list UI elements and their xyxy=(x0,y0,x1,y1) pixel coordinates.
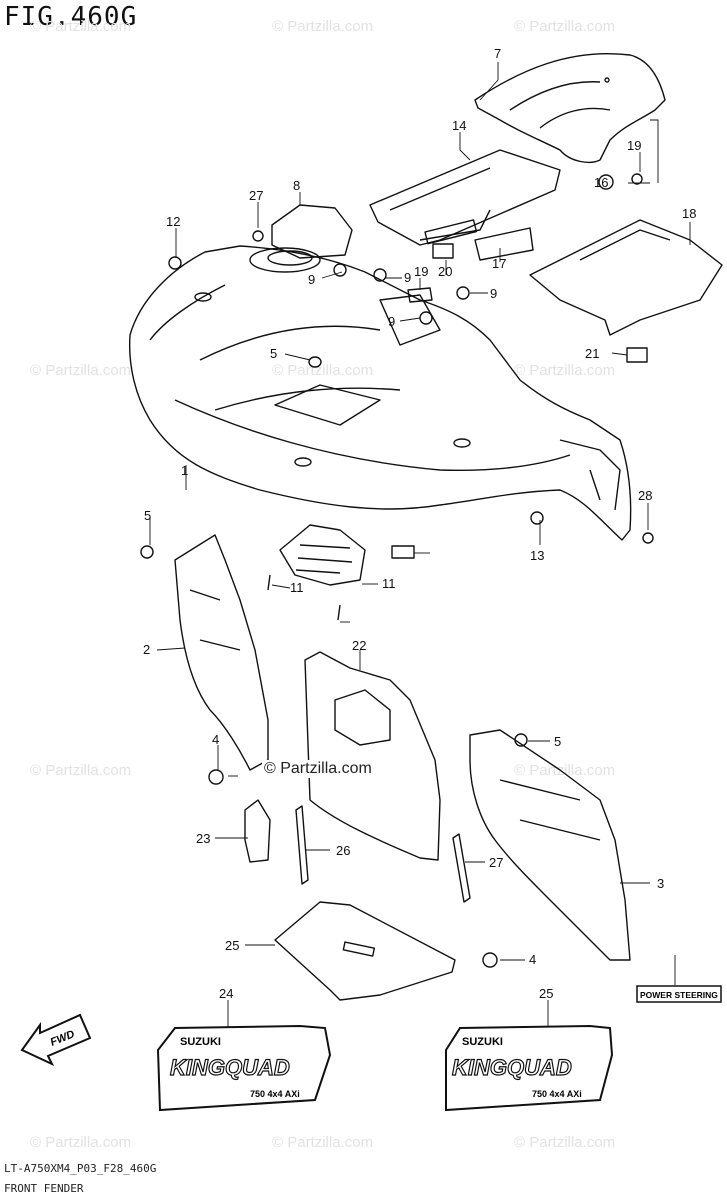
decal-brand: SUZUKI xyxy=(462,1036,503,1048)
clip-4 xyxy=(208,769,224,785)
callout: 4 xyxy=(212,732,219,747)
watermark: © Partzilla.com xyxy=(272,1134,374,1151)
clip-12 xyxy=(168,256,182,270)
callout: 27 xyxy=(489,855,503,870)
figure-name: FRONT FENDER xyxy=(4,1182,84,1195)
decal-model: KINGQUAD xyxy=(452,1055,572,1080)
callout: 18 xyxy=(682,206,696,221)
callout: 9 xyxy=(490,286,497,301)
decal-power-steering-label: POWER STEERING xyxy=(640,990,718,1000)
part-grille-bracket xyxy=(279,524,366,586)
callout: 22 xyxy=(352,638,366,653)
figure-title: FIG.460G xyxy=(4,2,138,32)
decal-kingquad-left: SUZUKI KINGQUAD 750 4x4 AXi xyxy=(156,1024,332,1112)
decal-sub: 750 4x4 AXi xyxy=(250,1089,300,1099)
callout: 27 xyxy=(249,188,263,203)
callout: 16 xyxy=(594,175,608,190)
callout: 11 xyxy=(382,576,396,591)
part-25 xyxy=(295,805,309,885)
callout: 7 xyxy=(494,46,501,61)
decal-brand: SUZUKI xyxy=(180,1036,221,1048)
clip-4 xyxy=(482,952,498,968)
callout: 5 xyxy=(554,734,561,749)
part-3 xyxy=(469,729,631,961)
part-top-cover xyxy=(474,53,666,163)
clip-17 xyxy=(631,173,643,185)
part-6 xyxy=(271,204,353,259)
part-bracket-plate xyxy=(369,149,561,246)
callout: 9 xyxy=(404,270,411,285)
screw-9 xyxy=(373,268,387,282)
callout-group: 7 14 7 8 27 12 18 19 16 17 19 20 9 9 9 9… xyxy=(143,46,696,1001)
callout: 9 xyxy=(308,272,315,287)
callout: 20 xyxy=(438,264,452,279)
callout: 5 xyxy=(144,508,151,523)
callout: 9 xyxy=(388,314,395,329)
screw-11 xyxy=(267,574,341,621)
clip-27 xyxy=(642,532,654,544)
watermark: © Partzilla.com xyxy=(272,362,374,379)
callout: 19 xyxy=(627,138,641,153)
decal-kingquad-right: SUZUKI KINGQUAD 750 4x4 AXi xyxy=(445,1024,614,1112)
callout: 17 xyxy=(492,256,506,271)
callout: 25 xyxy=(539,986,553,1001)
callout: 3 xyxy=(657,876,664,891)
part-front-fender xyxy=(128,245,632,541)
part-15 xyxy=(474,227,534,261)
figure-code: LT-A750XM4_P03_F28_460G xyxy=(4,1162,157,1175)
callout: 23 xyxy=(196,831,210,846)
part-19 xyxy=(626,347,648,363)
callout: 19 xyxy=(414,264,428,279)
part-21 xyxy=(304,651,441,861)
callout: 2 xyxy=(143,642,150,657)
part-18 xyxy=(407,287,433,303)
callout: 26 xyxy=(336,843,350,858)
clip-12 xyxy=(530,511,544,525)
watermark: © Partzilla.com xyxy=(30,362,132,379)
callout: 21 xyxy=(585,346,599,361)
callout: 5 xyxy=(270,346,277,361)
decal-power-steering: POWER STEERING xyxy=(636,985,722,1003)
fwd-arrow-icon: FWD xyxy=(20,1013,92,1067)
part-2 xyxy=(174,534,269,771)
watermark: © Partzilla.com xyxy=(272,18,374,35)
part-19 xyxy=(432,243,454,259)
callout: 14 xyxy=(452,118,466,133)
watermark: © Partzilla.com xyxy=(514,1134,616,1151)
watermark: © Partzilla.com xyxy=(30,1134,132,1151)
watermark: © Partzilla.com xyxy=(30,762,132,779)
clip-27 xyxy=(252,230,264,242)
part-24 xyxy=(274,901,456,1001)
decal-model: KINGQUAD xyxy=(170,1055,290,1080)
watermark: © Partzilla.com xyxy=(514,18,616,35)
screw-9 xyxy=(333,263,347,277)
part-28 xyxy=(391,545,415,559)
callout: 11 xyxy=(290,580,304,595)
callout: 25 xyxy=(225,938,239,953)
nut-14 xyxy=(598,174,614,190)
callout: 28 xyxy=(638,488,652,503)
watermark: © Partzilla.com xyxy=(514,362,616,379)
screw-9 xyxy=(456,286,470,300)
callout: 24 xyxy=(219,986,233,1001)
watermark: © Partzilla.com xyxy=(514,762,616,779)
callout: 8 xyxy=(293,178,300,193)
part-16 xyxy=(529,219,723,336)
part-25 xyxy=(452,833,471,903)
callout: 4 xyxy=(529,952,536,967)
screw-9 xyxy=(419,311,433,325)
part-20 xyxy=(244,799,271,863)
callout: 1 xyxy=(181,463,188,478)
decal-sub: 750 4x4 AXi xyxy=(532,1089,582,1099)
clip-5 xyxy=(514,733,528,747)
callout: 12 xyxy=(166,214,180,229)
watermark: © Partzilla.com xyxy=(30,18,132,35)
center-watermark: © Partzilla.com xyxy=(262,760,374,778)
clip-5 xyxy=(140,545,154,559)
callout: 13 xyxy=(530,548,544,563)
